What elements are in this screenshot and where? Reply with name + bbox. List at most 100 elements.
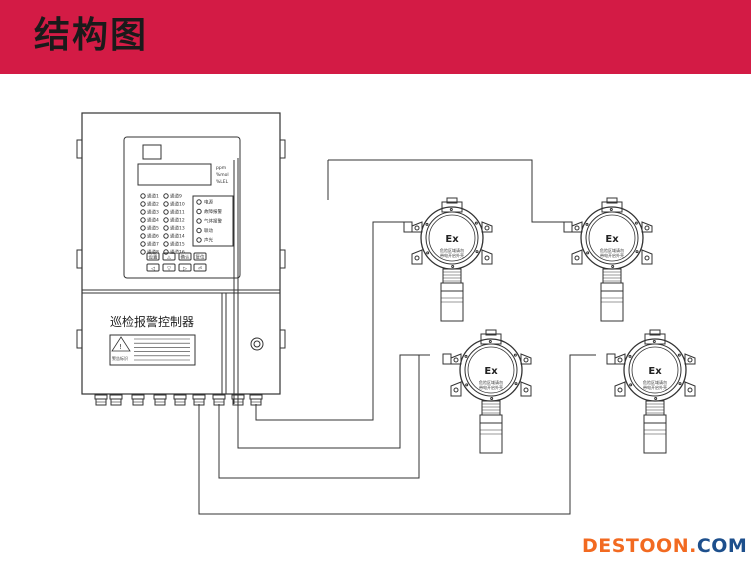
- cable-gland: [109, 394, 123, 406]
- detector-label-line2: 带电开启外壳: [643, 384, 667, 390]
- cable-entry: [606, 353, 616, 365]
- warning-label: [109, 334, 196, 366]
- channel-label: 通道10: [170, 201, 185, 208]
- channel-label: 通道14: [170, 233, 185, 240]
- cable-gland: [173, 394, 187, 406]
- status-lamp-icon: [196, 208, 202, 215]
- channel-lamp-icon: [140, 241, 146, 247]
- key-lock-icon: [250, 337, 264, 351]
- panel-key-label: 确认: [181, 254, 190, 261]
- control-panel: [123, 136, 241, 279]
- channel-label: 通道13: [170, 225, 185, 232]
- detector-label-line2: 带电开启外壳: [600, 252, 624, 258]
- svg-text:!: !: [119, 343, 122, 351]
- arrow-key-button: [193, 263, 207, 272]
- detectors: Ex危险区域请勿带电开启外壳Ex危险区域请勿带电开启外壳Ex危险区域请勿带电开启…: [403, 197, 696, 454]
- arrow-keys: ◁ ▽ ▷ ⏎: [146, 263, 207, 272]
- channel-lamps: 通道1通道2通道3通道4通道5通道6通道7通道8通道9通道10通道11通道12通…: [140, 193, 185, 256]
- unit-ppm: ppm: [216, 166, 226, 171]
- panel-key-label: 设置: [149, 254, 158, 261]
- channel-lamp-icon: [140, 217, 146, 223]
- channel-label: 通道3: [147, 209, 159, 216]
- detector-label-line1: 危险区域请勿: [600, 247, 624, 253]
- arrow-key-button: [178, 263, 192, 272]
- arrow-key-icon: ◁: [151, 266, 155, 272]
- channel-label: 通道5: [147, 225, 159, 232]
- status-lamp-icon: [196, 237, 202, 243]
- warning-triangle-icon: [111, 336, 131, 352]
- page-title: 结构图: [34, 15, 149, 56]
- cable-glands: [94, 394, 263, 406]
- controller-name: 巡检报警控制器: [110, 314, 194, 329]
- cable-gland: [153, 394, 167, 406]
- panel-indicator-box: [142, 144, 162, 160]
- cable-gland: [192, 394, 206, 406]
- panel-key-label: △: [167, 256, 171, 261]
- cable-gland: [94, 394, 108, 406]
- ex-badge: Ex: [484, 366, 498, 377]
- cable-gland: [131, 394, 145, 406]
- controller-unit: ppm %mol %LEL 通道1通道2通道3通道4通道5通道6通道7通道8通道…: [76, 112, 286, 406]
- wire-detector-1: [255, 221, 404, 421]
- status-lamp-icon: [196, 227, 202, 234]
- channel-lamp-icon: [140, 209, 146, 215]
- status-label: 声光: [204, 237, 213, 244]
- structure-diagram: ppm %mol %LEL 通道1通道2通道3通道4通道5通道6通道7通道8通道…: [76, 112, 696, 515]
- panel-key-button: [193, 252, 207, 261]
- arrow-key-icon: ⏎: [198, 266, 202, 272]
- channel-lamp-icon: [163, 193, 169, 199]
- unit-lel: %LEL: [216, 179, 229, 185]
- channel-lamp-icon: [163, 249, 169, 255]
- detector-label-line2: 带电开启外壳: [479, 384, 503, 390]
- cable-entry: [442, 353, 452, 365]
- cable-gland: [249, 394, 263, 406]
- header-banner: 结构图: [0, 0, 751, 74]
- arrow-key-icon: ▽: [167, 266, 171, 272]
- cable-entry: [563, 221, 573, 233]
- arrow-key-icon: ▷: [183, 266, 187, 272]
- channel-lamp-icon: [163, 233, 169, 239]
- panel-keys: 设置 △ 确认复位: [146, 252, 207, 261]
- detector-label-line1: 危险区域请勿: [440, 247, 464, 253]
- sensor-probe: [600, 290, 624, 322]
- status-label: 电源: [204, 199, 213, 206]
- channel-label: 通道16: [170, 249, 185, 256]
- status-lamp-icon: [196, 218, 202, 224]
- channel-lamp-icon: [163, 241, 169, 247]
- ex-badge: Ex: [445, 234, 459, 245]
- arrow-key-button: [162, 263, 176, 272]
- ex-badge: Ex: [648, 366, 662, 377]
- channel-lamp-icon: [140, 201, 146, 207]
- channel-lamp-icon: [140, 249, 146, 255]
- channel-label: 通道6: [147, 233, 159, 240]
- channel-label: 通道1: [147, 193, 159, 200]
- cable-gland: [212, 394, 226, 406]
- sensor-probe: [440, 290, 464, 322]
- wiring: [198, 158, 596, 515]
- panel-key-button: [146, 252, 160, 261]
- warning-text-lines: [134, 338, 190, 361]
- status-lamp-icon: [196, 199, 202, 205]
- unit-mol: %mol: [216, 172, 229, 178]
- channel-lamp-icon: [163, 217, 169, 223]
- channel-label: 通道4: [147, 217, 159, 224]
- channel-label: 通道9: [170, 193, 182, 200]
- status-label: 气体报警: [204, 218, 222, 225]
- channel-lamp-icon: [140, 233, 146, 239]
- status-label: 联动: [204, 227, 213, 234]
- sensor-probe: [479, 422, 503, 454]
- panel-key-label: 复位: [196, 254, 205, 261]
- channel-label: 通道8: [147, 249, 159, 256]
- channel-lamp-icon: [140, 225, 146, 231]
- detector-label-line1: 危险区域请勿: [643, 379, 667, 385]
- sensor-probe: [643, 422, 667, 454]
- channel-label: 通道7: [147, 241, 159, 248]
- channel-lamp-icon: [163, 225, 169, 231]
- detector-label-line1: 危险区域请勿: [479, 379, 503, 385]
- warning-label-text: 警告标识: [112, 355, 128, 361]
- detector-label-line2: 带电开启外壳: [440, 252, 464, 258]
- lcd-display: [137, 163, 212, 186]
- arrow-key-button: [146, 263, 160, 272]
